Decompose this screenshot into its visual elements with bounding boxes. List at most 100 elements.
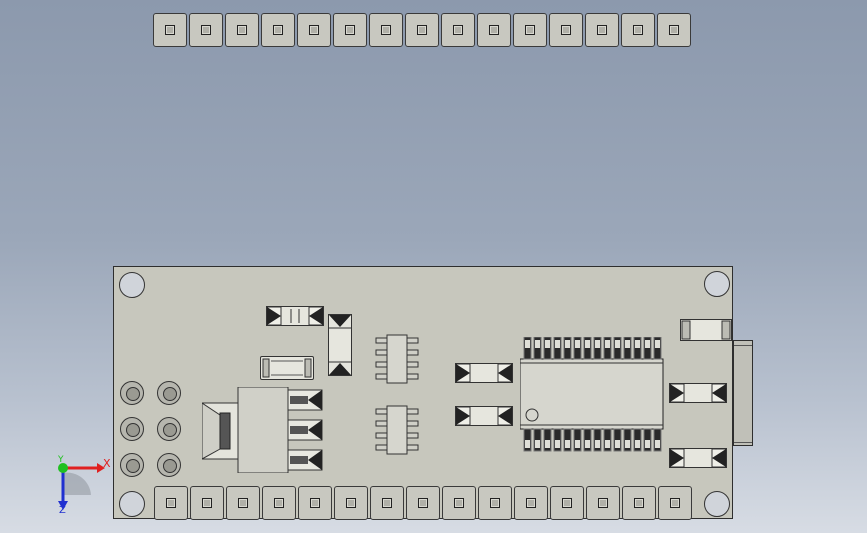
chip-pin-highlight <box>645 440 650 448</box>
bottom-header-pin-10 <box>478 486 512 520</box>
top-pin-header <box>153 13 693 47</box>
bottom-header-pin-7 <box>370 486 404 520</box>
chip-pin-highlight <box>615 440 620 448</box>
bottom-header-pin-9 <box>442 486 476 520</box>
pin-pad-icon <box>669 25 679 35</box>
chip-pin-highlight <box>655 440 660 448</box>
pin-pad-icon <box>633 25 643 35</box>
top-header-pin-8 <box>405 13 439 47</box>
smd-resistor-r4 <box>669 383 727 403</box>
top-header-pin-1 <box>153 13 187 47</box>
mounting-hole-top-left <box>119 272 145 298</box>
smd-diode-d1 <box>328 314 352 376</box>
voltage-regulator <box>201 386 326 474</box>
top-header-pin-4 <box>261 13 295 47</box>
pin-pad-icon <box>489 25 499 35</box>
bottom-header-pin-13 <box>586 486 620 520</box>
screw-terminal-1 <box>120 381 144 405</box>
bottom-header-pin-1 <box>154 486 188 520</box>
smd-resistor-r5 <box>669 448 727 468</box>
microcontroller-drawing <box>519 336 664 452</box>
pin-pad-icon <box>202 498 212 508</box>
pin-pad-icon <box>562 498 572 508</box>
bottom-header-pin-12 <box>550 486 584 520</box>
mounting-hole-bottom-left <box>119 491 145 517</box>
top-header-pin-5 <box>297 13 331 47</box>
chip-pin-highlight <box>535 440 540 448</box>
bottom-header-pin-5 <box>298 486 332 520</box>
chip-pin-highlight <box>535 340 540 348</box>
top-header-pin-2 <box>189 13 223 47</box>
chip-pin-highlight <box>595 340 600 348</box>
top-header-pin-15 <box>657 13 691 47</box>
coordinate-triad[interactable]: X Y Z <box>45 455 115 520</box>
smd-resistor-r3 <box>455 406 513 426</box>
pin-pad-icon <box>417 25 427 35</box>
chip-pin-highlight <box>545 340 550 348</box>
pcb-board[interactable] <box>113 266 733 520</box>
chip-pin-highlight <box>585 340 590 348</box>
screw-terminal-6 <box>157 453 181 477</box>
chip-pin-highlight <box>625 440 630 448</box>
capacitor-c2-drawing <box>681 320 731 340</box>
pin-pad-icon <box>634 498 644 508</box>
top-header-pin-12 <box>549 13 583 47</box>
resistor-r5-drawing <box>669 448 727 468</box>
bottom-header-pin-14 <box>622 486 656 520</box>
pin-pad-icon <box>274 498 284 508</box>
top-header-pin-6 <box>333 13 367 47</box>
screw-terminal-2 <box>157 381 181 405</box>
chip-pin-highlight <box>605 440 610 448</box>
bottom-header-pin-6 <box>334 486 368 520</box>
chip-pin-highlight <box>555 340 560 348</box>
pin-pad-icon <box>561 25 571 35</box>
soic8-chip-u2 <box>374 333 420 385</box>
pin-pad-icon <box>453 25 463 35</box>
capacitor-c1-drawing <box>262 358 312 378</box>
chip-pin-highlight <box>635 340 640 348</box>
chip-pin-highlight <box>595 440 600 448</box>
pin-pad-icon <box>346 498 356 508</box>
chip-pin-highlight <box>545 440 550 448</box>
bottom-header-pin-2 <box>190 486 224 520</box>
pin-pad-icon <box>382 498 392 508</box>
chip-pin-highlight <box>655 340 660 348</box>
resistor-r3-drawing <box>455 406 513 426</box>
bottom-header-pin-15 <box>658 486 692 520</box>
resistor-r4-drawing <box>669 383 727 403</box>
pin-pad-icon <box>526 498 536 508</box>
resistor-r2-drawing <box>455 363 513 383</box>
mounting-hole-bottom-right <box>704 491 730 517</box>
pin-pad-icon <box>309 25 319 35</box>
smd-resistor-r2 <box>455 363 513 383</box>
bottom-header-pin-3 <box>226 486 260 520</box>
screw-terminal-5 <box>120 453 144 477</box>
pin-pad-icon <box>490 498 500 508</box>
screw-terminal-4 <box>157 417 181 441</box>
soic28-microcontroller <box>519 336 664 453</box>
smd-capacitor-c2 <box>680 319 732 341</box>
chip-pin-highlight <box>625 340 630 348</box>
chip-pin-highlight <box>525 340 530 348</box>
axis-x-label: X <box>103 457 111 470</box>
bottom-header-pin-4 <box>262 486 296 520</box>
soic8-chip-u3 <box>374 404 420 456</box>
smd-resistor-r1 <box>266 306 324 326</box>
edge-connector <box>733 340 753 446</box>
chip-pin-highlight <box>585 440 590 448</box>
pin-pad-icon <box>238 498 248 508</box>
pin-pad-icon <box>454 498 464 508</box>
bottom-header-pin-8 <box>406 486 440 520</box>
axis-z-label: Z <box>59 505 66 516</box>
pin-pad-icon <box>166 498 176 508</box>
triad-axes-icon <box>58 463 105 510</box>
soic8-u2-drawing <box>375 334 419 384</box>
pin-pad-icon <box>345 25 355 35</box>
chip-pin-highlight <box>635 440 640 448</box>
pin-pad-icon <box>165 25 175 35</box>
pin-pad-icon <box>418 498 428 508</box>
chip-pin-highlight <box>525 440 530 448</box>
chip-pin-highlight <box>555 440 560 448</box>
soic8-u3-drawing <box>375 405 419 455</box>
top-header-pin-3 <box>225 13 259 47</box>
